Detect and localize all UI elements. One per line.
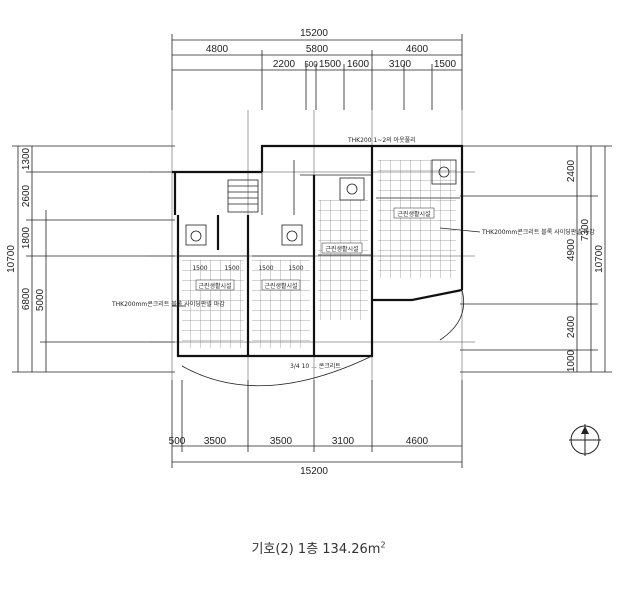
roof-note: THK200 1~2의 아웃풀리 bbox=[347, 136, 416, 144]
room-a-label-box bbox=[195, 279, 235, 291]
room-b-label-box bbox=[261, 279, 301, 291]
bottom-dim-2: 3500 bbox=[204, 436, 227, 447]
room-c-label-box bbox=[321, 242, 363, 254]
bottom-dim-5: 4600 bbox=[406, 436, 429, 447]
tiled-room-b bbox=[252, 260, 310, 348]
top-dim-5: 500 bbox=[304, 60, 318, 69]
caption-text: 기호(2) 1층 134.26m bbox=[251, 542, 381, 557]
left-dim-3: 1800 bbox=[21, 226, 32, 249]
tiled-room-c bbox=[318, 200, 368, 320]
right-dim-3: 2400 bbox=[566, 315, 577, 338]
right-dim-4: 1000 bbox=[566, 349, 577, 372]
room-d-label-box bbox=[393, 207, 435, 219]
left-total-dimension: 10700 bbox=[6, 245, 17, 273]
left-dim-1: 1300 bbox=[21, 147, 32, 170]
stair bbox=[227, 179, 259, 213]
inner-dim-3: 1500 bbox=[258, 265, 273, 272]
top-dim-9: 1500 bbox=[434, 59, 457, 70]
bottom-dimension-lines bbox=[171, 380, 463, 468]
left-dim-2: 2600 bbox=[21, 184, 32, 207]
north-arrow-icon bbox=[569, 424, 601, 456]
top-dimension-lines bbox=[171, 34, 463, 110]
restroom-fixtures bbox=[185, 159, 457, 246]
inner-dim-2: 1500 bbox=[224, 265, 239, 272]
room-d-label: 근린생활시설 bbox=[397, 210, 430, 218]
right-callout: THK200mm콘크리트 블록 사이딩판넬 마감 bbox=[481, 228, 595, 236]
front-curve bbox=[181, 355, 373, 387]
top-total-dimension: 15200 bbox=[300, 28, 328, 39]
right-dim-5: 7300 bbox=[580, 218, 591, 241]
left-dimension-lines bbox=[12, 145, 175, 373]
building-walls bbox=[172, 144, 464, 358]
bottom-dim-1: 500 bbox=[169, 436, 186, 447]
top-dim-1: 4800 bbox=[206, 44, 229, 55]
top-dim-2: 5800 bbox=[306, 44, 329, 55]
top-dim-8: 3100 bbox=[389, 59, 412, 70]
floor-plan-caption: 기호(2) 1층 134.26m2 bbox=[0, 538, 637, 557]
inner-dim-1: 1500 bbox=[192, 265, 207, 272]
caption-superscript: 2 bbox=[380, 540, 386, 550]
room-b-label: 근린생활시설 bbox=[264, 282, 297, 290]
right-dimension-lines bbox=[460, 145, 612, 373]
left-dim-4: 6800 bbox=[21, 287, 32, 310]
right-total-dimension: 10700 bbox=[594, 245, 605, 273]
bottom-dim-3: 3500 bbox=[270, 436, 293, 447]
bottom-total-dimension: 15200 bbox=[300, 466, 328, 477]
top-dim-6: 1500 bbox=[319, 59, 342, 70]
tiled-room-a bbox=[182, 260, 244, 348]
left-dim-5: 5000 bbox=[35, 288, 46, 311]
room-c-label: 근린생활시설 bbox=[325, 245, 358, 253]
inner-dim-4: 1500 bbox=[288, 265, 303, 272]
top-dim-4: 2200 bbox=[273, 59, 296, 70]
left-callout: THK200mm콘크리트 블록 사이딩판넬 마감 bbox=[111, 300, 225, 308]
room-a-label: 근린생활시설 bbox=[198, 282, 231, 290]
right-dim-2: 4900 bbox=[566, 238, 577, 261]
top-dim-7: 1600 bbox=[347, 59, 370, 70]
top-dim-3: 4600 bbox=[406, 44, 429, 55]
bottom-callout: 3/4 10 ... 콘크리트 bbox=[290, 362, 341, 370]
tiled-room-d bbox=[378, 160, 456, 278]
bottom-dim-4: 3100 bbox=[332, 436, 355, 447]
right-callout-leader bbox=[439, 227, 481, 233]
right-dim-1: 2400 bbox=[566, 159, 577, 182]
rear-curve bbox=[439, 289, 465, 341]
